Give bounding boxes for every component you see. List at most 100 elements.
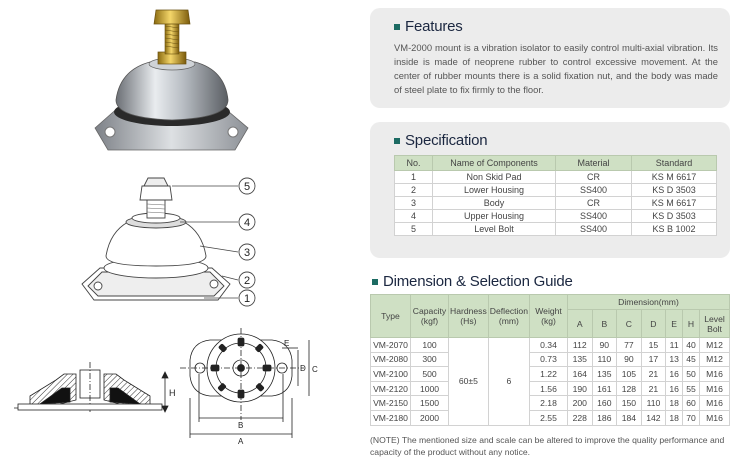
square-bullet-icon bbox=[372, 278, 378, 285]
table-cell: Upper Housing bbox=[432, 209, 556, 223]
table-cell: 1.56 bbox=[529, 380, 568, 397]
table-cell: 186 bbox=[591, 409, 618, 426]
table-cell-type: VM-2120 bbox=[370, 380, 411, 397]
table-cell-deflection: 6 bbox=[487, 337, 531, 426]
table-cell-hardness: 60±5 bbox=[448, 337, 489, 426]
table-cell-capacity: 1500 bbox=[410, 395, 449, 411]
table-cell: 2.55 bbox=[529, 409, 568, 426]
column-header-deflection: Deflection (mm) bbox=[487, 294, 531, 338]
callout-3: 3 bbox=[244, 247, 250, 259]
table-cell: 2 bbox=[394, 183, 433, 197]
table-cell: 142 bbox=[640, 409, 667, 426]
exploded-view bbox=[81, 177, 231, 301]
table-cell: M16 bbox=[699, 366, 730, 382]
column-header: Name of Components bbox=[432, 155, 556, 171]
table-cell: 16 bbox=[665, 380, 684, 397]
callout-4: 4 bbox=[244, 217, 250, 229]
table-cell: M16 bbox=[699, 409, 730, 426]
column-header-h: H bbox=[682, 309, 700, 338]
cross-section-drawing bbox=[14, 362, 169, 414]
table-cell: CR bbox=[555, 170, 632, 184]
table-cell: 70 bbox=[682, 409, 700, 426]
table-cell: KS D 3503 bbox=[631, 183, 717, 197]
table-cell: 11 bbox=[665, 337, 684, 353]
square-bullet-icon bbox=[394, 23, 400, 30]
table-cell: Body bbox=[432, 196, 556, 210]
table-row: VM-2150 1500 2.18 200 160 150 110 18 60 … bbox=[370, 395, 730, 411]
table-cell: 90 bbox=[591, 337, 618, 353]
table-cell-type: VM-2080 bbox=[370, 351, 411, 368]
table-cell: M12 bbox=[699, 337, 730, 353]
table-cell: SS400 bbox=[555, 209, 632, 223]
square-bullet-icon bbox=[394, 137, 400, 144]
table-cell: Non Skid Pad bbox=[432, 170, 556, 184]
callout-circles: 5 4 3 2 1 bbox=[238, 177, 256, 307]
specification-table: No. Name of Components Material Standard… bbox=[394, 155, 717, 236]
table-cell: Level Bolt bbox=[432, 222, 556, 236]
table-cell: 135 bbox=[591, 366, 618, 382]
table-cell: 90 bbox=[616, 351, 642, 368]
table-cell-capacity: 100 bbox=[410, 337, 449, 353]
product-photo bbox=[94, 9, 249, 151]
table-row: 1 Non Skid Pad CR KS M 6617 bbox=[394, 170, 717, 184]
column-header-dimension: Dimension(mm) bbox=[567, 294, 730, 310]
table-cell: KS M 6617 bbox=[631, 170, 717, 184]
features-title: Features bbox=[405, 18, 463, 35]
callout-1: 1 bbox=[244, 293, 250, 305]
table-cell: 13 bbox=[665, 351, 684, 368]
table-cell: Lower Housing bbox=[432, 183, 556, 197]
dim-label-b: B bbox=[238, 421, 243, 430]
table-cell: 160 bbox=[591, 395, 618, 411]
features-heading: Features bbox=[394, 18, 718, 35]
table-cell-type: VM-2150 bbox=[370, 395, 411, 411]
specification-title: Specification bbox=[405, 132, 488, 149]
column-header: Material bbox=[555, 155, 632, 171]
column-header-weight: Weight (kg) bbox=[529, 294, 568, 338]
features-panel: Features VM-2000 mount is a vibration is… bbox=[370, 8, 730, 108]
table-cell: 110 bbox=[591, 351, 618, 368]
table-cell: 77 bbox=[616, 337, 642, 353]
table-row: VM-2180 2000 2.55 228 186 184 142 18 70 … bbox=[370, 409, 730, 426]
table-cell-type: VM-2180 bbox=[370, 409, 411, 426]
table-row: VM-2120 1000 1.56 190 161 128 21 16 55 M… bbox=[370, 380, 730, 397]
table-cell: 50 bbox=[682, 366, 700, 382]
dimension-table: Type Capacity (kgf) Hardness (Hs) Deflec… bbox=[370, 294, 730, 426]
table-cell: 15 bbox=[640, 337, 667, 353]
features-description: VM-2000 mount is a vibration isolator to… bbox=[394, 42, 718, 95]
table-cell-capacity: 2000 bbox=[410, 409, 449, 426]
table-header-row: No. Name of Components Material Standard bbox=[394, 155, 717, 171]
column-header: Standard bbox=[631, 155, 717, 171]
table-cell: 0.73 bbox=[529, 351, 568, 368]
table-cell: 3 bbox=[394, 196, 433, 210]
table-cell: M12 bbox=[699, 351, 730, 368]
column-header-level-bolt: Level Bolt bbox=[699, 309, 730, 338]
table-cell: 110 bbox=[640, 395, 667, 411]
table-cell: 112 bbox=[567, 337, 593, 353]
dimension-note: (NOTE) The mentioned size and scale can … bbox=[370, 435, 725, 457]
table-cell: SS400 bbox=[555, 183, 632, 197]
table-cell: 18 bbox=[665, 395, 684, 411]
table-cell: 128 bbox=[616, 380, 642, 397]
top-view-drawing bbox=[180, 328, 310, 438]
table-cell: KS B 1002 bbox=[631, 222, 717, 236]
table-row: VM-2070 100 60±5 6 0.34 112 90 77 15 11 … bbox=[370, 337, 730, 426]
table-cell: 105 bbox=[616, 366, 642, 382]
table-cell: KS D 3503 bbox=[631, 209, 717, 223]
table-cell: 60 bbox=[682, 395, 700, 411]
table-cell: 184 bbox=[616, 409, 642, 426]
table-cell: 40 bbox=[682, 337, 700, 353]
table-cell: 17 bbox=[640, 351, 667, 368]
table-row: VM-2080 300 0.73 135 110 90 17 13 45 M12 bbox=[370, 351, 730, 368]
table-cell: 1.22 bbox=[529, 366, 568, 382]
dim-label-d: D bbox=[300, 364, 306, 373]
table-cell: 45 bbox=[682, 351, 700, 368]
table-cell: KS M 6617 bbox=[631, 196, 717, 210]
table-cell: 228 bbox=[567, 409, 593, 426]
dim-label-e: E bbox=[284, 339, 289, 348]
callout-leaders bbox=[172, 185, 239, 299]
dimension-title: Dimension & Selection Guide bbox=[383, 273, 573, 290]
table-cell-type: VM-2100 bbox=[370, 366, 411, 382]
table-cell: M16 bbox=[699, 395, 730, 411]
column-header-d: D bbox=[640, 309, 667, 338]
table-cell: 161 bbox=[591, 380, 618, 397]
